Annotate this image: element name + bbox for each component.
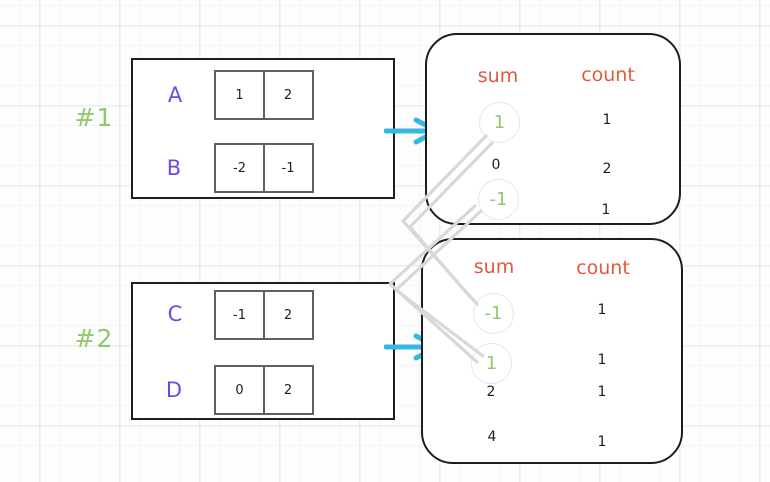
highlighted-sum-value: 1 [471, 343, 512, 384]
highlighted-sum-value: -1 [473, 293, 514, 334]
array-b-cells: -2 -1 [214, 143, 314, 193]
array-cell: -1 [214, 290, 265, 340]
count-header: count [581, 64, 635, 86]
count-value: 1 [597, 352, 607, 368]
array-cell: 0 [214, 365, 265, 415]
count-value: 1 [597, 434, 607, 450]
count-value: 1 [597, 384, 607, 400]
example-2-label: #2 [74, 324, 114, 353]
array-c-label: C [167, 302, 183, 326]
array-a-cells: 1 2 [214, 70, 314, 120]
sum-header: sum [477, 65, 519, 87]
array-cell: -1 [262, 143, 314, 193]
sum-value: 2 [486, 384, 496, 400]
array-cell: 2 [262, 365, 314, 415]
example-2-result-panel: sum count -1 1 1 1 2 1 4 1 [421, 238, 683, 464]
example-2-input-box: C -1 2 D 0 2 [131, 282, 395, 420]
highlighted-sum-value: 1 [479, 102, 520, 143]
array-cell: 2 [262, 70, 314, 120]
count-value: 1 [602, 112, 612, 128]
array-d-cells: 0 2 [214, 365, 314, 415]
array-d-label: D [165, 378, 183, 402]
array-cell: 2 [262, 290, 314, 340]
array-cell: 1 [214, 70, 265, 120]
sum-value: 0 [491, 157, 501, 173]
count-value: 1 [597, 302, 607, 318]
count-value: 2 [602, 161, 612, 177]
count-value: 1 [601, 202, 611, 218]
sum-header: sum [473, 256, 515, 278]
array-c-cells: -1 2 [214, 290, 314, 340]
sum-value: 4 [487, 429, 497, 445]
array-cell: -2 [214, 143, 265, 193]
array-a-label: A [167, 83, 183, 107]
example-1-input-box: A 1 2 B -2 -1 [131, 58, 395, 199]
highlighted-sum-value: -1 [478, 179, 519, 220]
array-b-label: B [166, 156, 182, 180]
example-1-label: #1 [74, 103, 114, 132]
example-1-result-panel: sum count 1 1 0 2 -1 1 [425, 33, 681, 225]
count-header: count [576, 257, 630, 279]
